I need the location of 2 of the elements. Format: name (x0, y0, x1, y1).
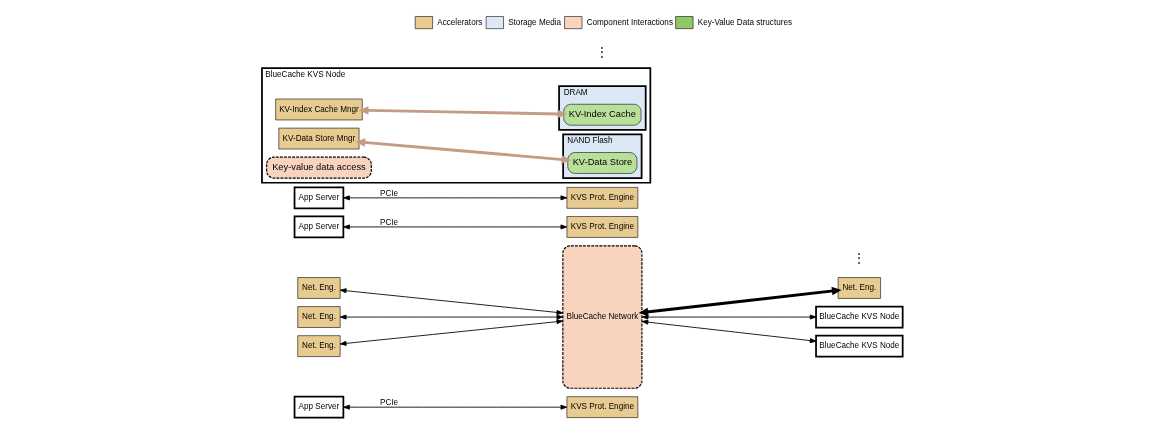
label: ⋮ (596, 45, 609, 59)
label: ⋮ (853, 250, 866, 264)
